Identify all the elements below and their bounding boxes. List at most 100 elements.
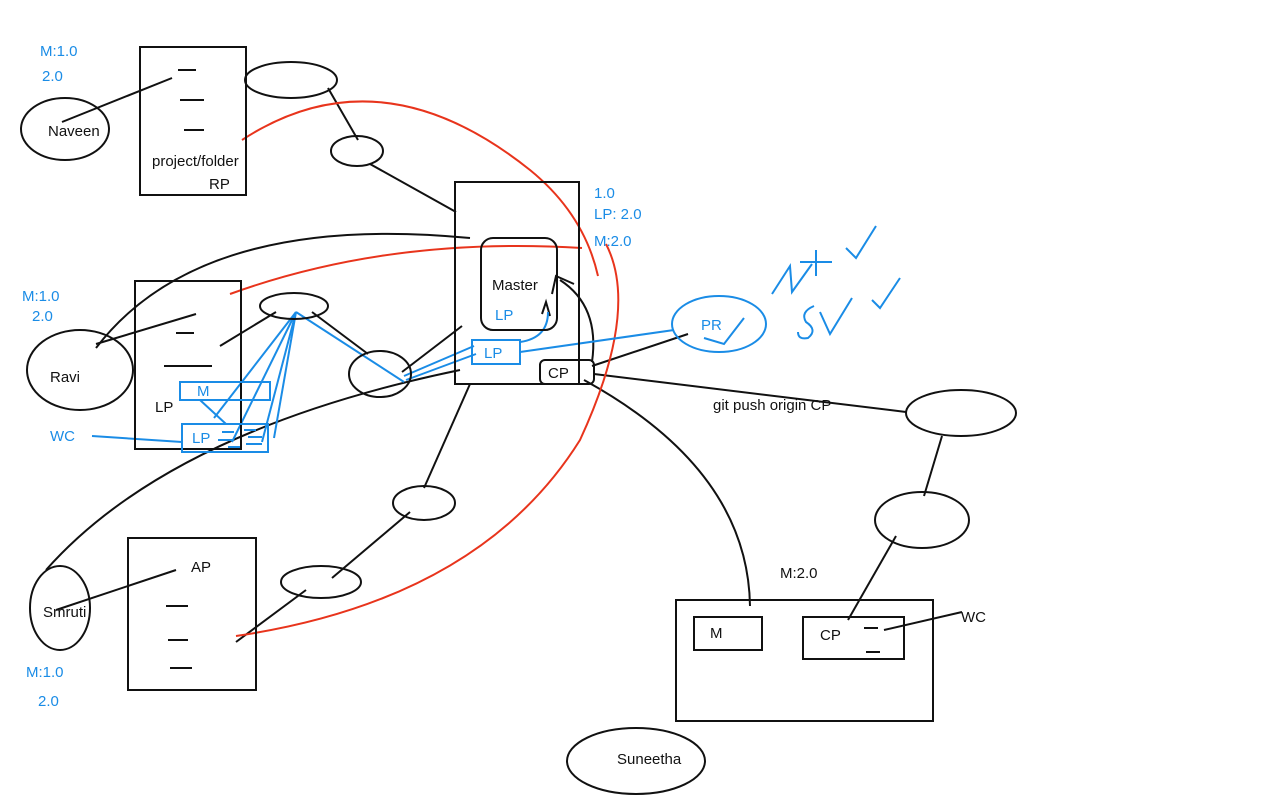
handwritten-n [771, 262, 813, 295]
server-down-line [423, 383, 471, 489]
server-lp-label: LP [484, 345, 502, 362]
bottom-cp-box [802, 616, 905, 660]
smruti-version-2: 2.0 [38, 693, 59, 710]
blue-line-3 [261, 311, 297, 443]
blue-line-5 [295, 311, 405, 383]
rp-file-lines [178, 69, 204, 131]
git-push-label: git push origin CP [713, 397, 831, 414]
naveen-to-rp-line [61, 77, 173, 123]
red-top-arc [241, 100, 599, 277]
smruti-m-version: M:1.0 [26, 664, 64, 681]
pr-node [671, 295, 767, 353]
lp-to-cloud-line [219, 311, 277, 347]
cp-to-pr-line [591, 333, 689, 367]
remote-node-2 [874, 491, 970, 549]
ravi-arc-line [95, 232, 471, 349]
blue-m-link [199, 399, 227, 425]
wc-to-cp-line [883, 611, 963, 631]
suneetha-label: Suneetha [617, 751, 682, 768]
master-curve-arrow [559, 279, 595, 363]
rp-to-cloud-line [327, 87, 359, 141]
server-m-version-label: M:2.0 [594, 233, 632, 250]
cloud-to-server-line [369, 163, 457, 213]
server-lp-box [471, 339, 521, 365]
wc-left-label: WC [50, 428, 75, 445]
cloud-lower-2 [280, 565, 362, 599]
ap-label: AP [191, 559, 211, 576]
smruti-node [29, 565, 91, 651]
bottom-cp-label: CP [820, 627, 841, 644]
suneetha-node [566, 727, 706, 795]
bottom-m-version-label: M:2.0 [780, 565, 818, 582]
remote-node-1 [905, 389, 1017, 437]
blue-line-6 [403, 345, 475, 377]
blue-line-8 [519, 329, 675, 353]
smruti-label: Smruti [43, 604, 86, 621]
ravi-m-version: M:1.0 [22, 288, 60, 305]
cloud-top [244, 61, 338, 99]
bottom-m-label: M [710, 625, 723, 642]
cloud-middle-2 [348, 350, 412, 398]
blue-lp-curve [519, 311, 549, 343]
cp-to-suneetha-curve [583, 379, 751, 607]
project-folder-label: project/folder [152, 153, 239, 170]
handwritten-check-1 [845, 225, 877, 260]
bottom-cp-file-lines [864, 627, 880, 653]
ravi-node [26, 329, 134, 411]
remote-to-cp-line [847, 535, 897, 621]
small-m-label: M [197, 383, 210, 400]
blue-line-4 [273, 311, 297, 439]
blue-line-1 [213, 311, 297, 419]
cp-label: CP [548, 365, 569, 382]
ap-file-lines [166, 605, 192, 669]
small-lp-label: LP [192, 430, 210, 447]
cp-box [539, 359, 595, 385]
ravi-version-2: 2.0 [32, 308, 53, 325]
blue-line-2 [231, 311, 297, 443]
server-version-label: 1.0 [594, 185, 615, 202]
ap-box [127, 537, 257, 691]
naveen-node [20, 97, 110, 161]
server-lp-version-label: LP: 2.0 [594, 206, 642, 223]
red-bottom-arc [235, 243, 620, 637]
wc-pointer-line [91, 435, 183, 443]
cp-to-remote-line [593, 373, 907, 413]
pr-label: PR [701, 317, 722, 334]
cloud-to-server-lower-line [401, 325, 463, 373]
cloud-chain-line [331, 511, 411, 579]
handwritten-v [819, 297, 853, 337]
lp-file-lines [164, 332, 212, 367]
master-label: Master [492, 277, 538, 294]
server-box [454, 181, 580, 385]
handwritten-check-2 [871, 277, 901, 310]
naveen-label: Naveen [48, 123, 100, 140]
bottom-repo-box [675, 599, 934, 722]
small-m-box [179, 381, 271, 401]
red-middle-arc [229, 244, 583, 295]
rp-label: RP [209, 176, 230, 193]
cloud-lower [392, 485, 456, 521]
handwritten-plus [800, 250, 832, 276]
bottom-wc-label: WC [961, 609, 986, 626]
small-lp-file-lines [218, 429, 262, 448]
master-lp-label: LP [495, 307, 513, 324]
master-box [480, 237, 558, 331]
lp-box-label: LP [155, 399, 173, 416]
master-arrow-head [551, 274, 575, 295]
cloud-middle [259, 292, 329, 320]
cloud-small-top [330, 135, 384, 167]
remote-chain-line [923, 435, 943, 497]
rp-box [139, 46, 247, 196]
bottom-m-box [693, 616, 763, 651]
naveen-version-2: 2.0 [42, 68, 63, 85]
pr-checkmark [703, 317, 745, 346]
ravi-label: Ravi [50, 369, 80, 386]
naveen-m-version: M:1.0 [40, 43, 78, 60]
handwritten-s [797, 305, 815, 340]
small-lp-box [181, 423, 269, 453]
smruti-to-ap-line [55, 569, 177, 611]
lp-box [134, 280, 242, 450]
lp-inner-tick [541, 298, 551, 317]
